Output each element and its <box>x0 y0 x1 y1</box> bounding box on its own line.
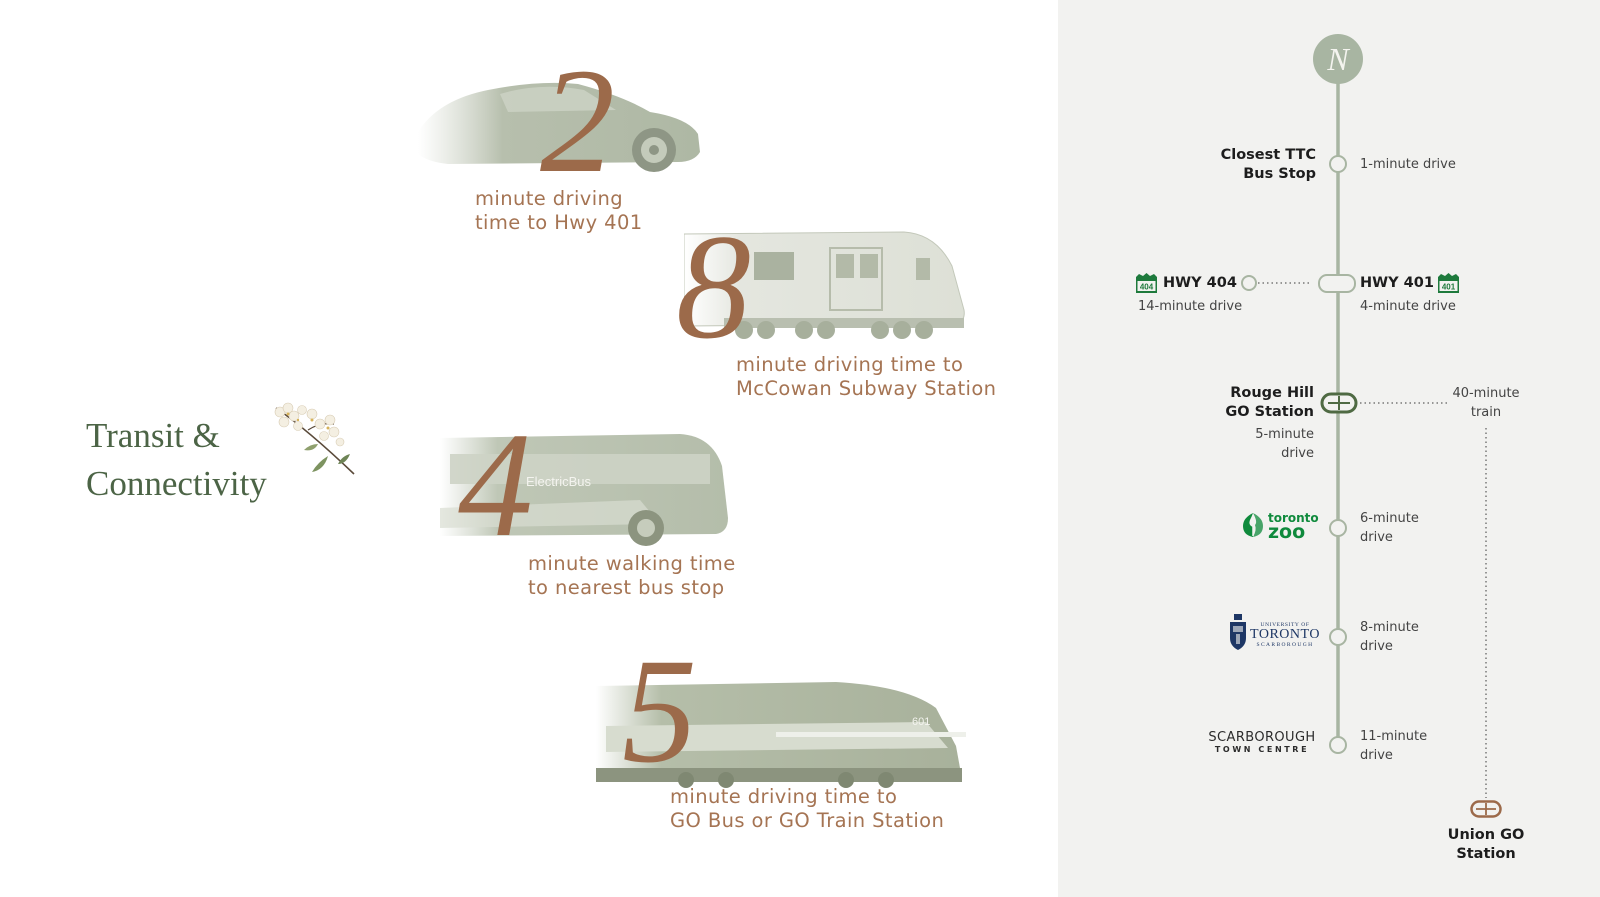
union-go-icon <box>1470 800 1502 818</box>
node-zoo <box>1329 519 1347 537</box>
hwy401-shield-icon: 401 <box>1437 273 1460 294</box>
go-station-icon <box>1320 392 1358 414</box>
union-go-label: Union GO Station <box>1447 827 1525 862</box>
car-image <box>418 68 708 178</box>
toronto-zoo-logo <box>1241 512 1265 538</box>
transit-map-lines <box>1058 0 1600 897</box>
heading-line-1: Transit & <box>86 416 220 455</box>
uoft-crest-icon <box>1228 614 1248 652</box>
rouge-hill-time: 5-minute drive <box>1255 427 1314 461</box>
zoo-time: 6-minute drive <box>1360 511 1419 545</box>
uoft-wordmark: UNIVERSITY OF TORONTO SCARBOROUGH <box>1250 622 1320 648</box>
heading-line-2: Connectivity <box>86 464 267 503</box>
hwy404-name: HWY 404 <box>1163 275 1237 291</box>
ttc-time: 1-minute drive <box>1360 157 1456 172</box>
hwy401-name: HWY 401 <box>1360 275 1434 291</box>
hwy404-shield-number: 404 <box>1140 283 1154 292</box>
north-logo: N <box>1313 34 1363 84</box>
rouge-hill-label: Rouge Hill GO Station <box>1225 385 1314 420</box>
stat-caption-4: minute driving time to GO Bus or GO Trai… <box>670 785 945 832</box>
stc-wordmark: SCARBOROUGH TOWN CENTRE <box>1208 730 1316 754</box>
stat-number-5: 5 <box>622 628 697 794</box>
stat-number-8: 8 <box>676 204 751 370</box>
stat-caption-2: minute driving time to McCowan Subway St… <box>736 353 997 400</box>
uoft-time: 8-minute drive <box>1360 620 1419 654</box>
stat-caption-3: minute walking time to nearest bus stop <box>528 552 736 599</box>
go-train-number: 601 <box>912 716 931 728</box>
hwy401-shield-number: 401 <box>1442 283 1456 292</box>
hwy401-time: 4-minute drive <box>1360 299 1456 314</box>
flower-sprig-icon <box>268 400 360 480</box>
stat-number-4: 4 <box>458 402 533 568</box>
train-time: 40-minute train <box>1452 386 1520 420</box>
bus-image: ElectricBus <box>440 428 735 552</box>
section-heading: Transit & Connectivity <box>86 412 267 508</box>
stc-time: 11-minute drive <box>1360 729 1428 763</box>
ttc-label: Closest TTC Bus Stop <box>1220 147 1316 182</box>
go-train-image: 601 <box>596 672 978 794</box>
hwy404-time: 14-minute drive <box>1138 299 1243 314</box>
node-hwy404 <box>1241 275 1257 291</box>
node-uoft <box>1329 628 1347 646</box>
stat-number-2: 2 <box>540 38 615 204</box>
stat-caption-1: minute driving time to Hwy 401 <box>475 187 643 234</box>
hwy404-shield-icon: 404 <box>1135 273 1158 294</box>
node-hwy401 <box>1318 274 1356 293</box>
node-ttc <box>1329 155 1347 173</box>
toronto-zoo-wordmark: toronto zoo <box>1268 511 1319 543</box>
subway-train-image <box>684 226 974 348</box>
bus-logo-text: ElectricBus <box>526 474 592 489</box>
node-stc <box>1329 736 1347 754</box>
